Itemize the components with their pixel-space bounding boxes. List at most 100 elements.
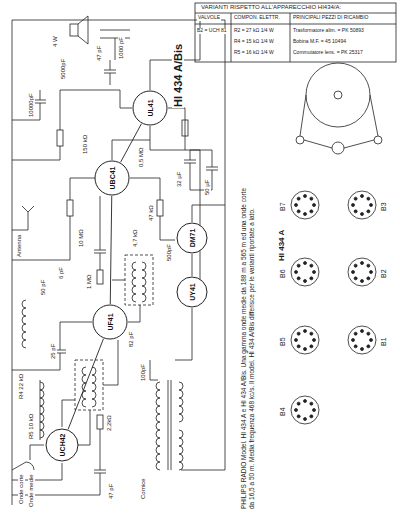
pin-dot	[310, 345, 313, 348]
if-transformer	[75, 360, 103, 410]
table-cell: Commutatore lens. = PK 25317	[292, 50, 364, 56]
pin-dot	[313, 271, 316, 274]
component-value: 1000 pF	[118, 36, 125, 60]
pin-dot	[304, 348, 307, 351]
tube-symbol: UL41	[132, 90, 168, 126]
note-label: Antenna	[16, 234, 23, 258]
coil-winding	[156, 382, 160, 470]
pin-dot	[304, 418, 307, 421]
pin-dot	[367, 210, 370, 213]
tube-symbol: UCH42	[45, 428, 79, 462]
pin-dot	[361, 195, 364, 198]
pin-dot	[297, 332, 300, 335]
tube-name: UY41	[189, 283, 196, 301]
coil-winding	[179, 382, 183, 422]
pin-dot	[304, 400, 307, 403]
pin-dot	[310, 210, 313, 213]
speaker-cone	[78, 16, 88, 44]
table-cell: Bobina M.F. = 45 10494	[292, 39, 347, 45]
pulley	[374, 136, 382, 144]
capacitor-symbol	[12, 340, 66, 370]
model-label: HI 434 A	[278, 229, 287, 262]
pin-dot	[361, 330, 364, 333]
component-value: 6 pF	[58, 266, 65, 280]
component-value: 50 µF	[204, 179, 211, 196]
capacitor-symbol	[12, 90, 46, 120]
tube-base-label: B6	[279, 268, 287, 279]
resistor-symbol	[67, 200, 73, 216]
component-value: R4 22 kΩ	[18, 373, 25, 400]
signal-wire	[110, 196, 112, 304]
pin-dot	[310, 264, 313, 267]
component-value: 50 pF	[40, 279, 47, 296]
coil-winding	[82, 367, 86, 407]
pulley	[296, 136, 304, 144]
component-value: 150 kΩ	[82, 134, 89, 155]
pin-dot	[354, 277, 357, 280]
pin-dot	[352, 204, 355, 207]
coil-winding	[92, 367, 96, 407]
pin-dot	[367, 264, 370, 267]
pin-dot	[310, 415, 313, 418]
pin-dot	[370, 271, 373, 274]
table-cell: R5 = 16 kΩ 1/4 W	[233, 50, 275, 56]
pin-dot	[313, 339, 316, 342]
pin-dot	[295, 204, 298, 207]
supply-rail	[12, 20, 225, 470]
pin-dot	[310, 332, 313, 335]
pin-dot	[297, 402, 300, 405]
component-value: 47 pF	[96, 45, 103, 62]
model-title: HI 434 A/Bis	[172, 43, 184, 108]
tube-base	[348, 191, 376, 219]
pin-dot	[354, 264, 357, 267]
capacitor-symbol	[12, 429, 106, 495]
pin-dot	[310, 197, 313, 200]
ground-rail	[12, 20, 13, 505]
tube-base	[291, 396, 319, 424]
component-value: 10 MΩ	[78, 228, 85, 248]
tube-symbol: UY41	[176, 276, 208, 308]
tube-name: UF41	[107, 313, 114, 330]
table-header: COMPON. ELETTR.	[233, 15, 281, 21]
pin-dot	[297, 197, 300, 200]
tube-symbol: UBC41	[94, 160, 130, 196]
component-value: 82 pF	[128, 331, 135, 348]
pin-dot	[304, 195, 307, 198]
pin-dot	[295, 409, 298, 412]
tube-base	[291, 191, 319, 219]
pin-dot	[354, 210, 357, 213]
component-value: 0,5 MΩ	[138, 147, 145, 169]
pin-dot	[352, 271, 355, 274]
tuning-knob-spindle	[332, 142, 344, 154]
pin-dot	[297, 345, 300, 348]
tube-base	[348, 258, 376, 286]
coil-winding	[142, 262, 146, 302]
if-transformer	[125, 255, 153, 305]
electrolytic-capacitor	[184, 150, 218, 190]
coil-winding	[40, 382, 44, 438]
pin-dot	[295, 339, 298, 342]
resistor-symbol	[97, 270, 103, 284]
pin-dot	[370, 204, 373, 207]
resistor-symbol	[97, 415, 103, 429]
tube-base	[291, 258, 319, 286]
pin-dot	[304, 280, 307, 283]
signal-wire	[68, 339, 103, 429]
tube-symbol: DM71	[176, 222, 208, 254]
pin-dot	[304, 213, 307, 216]
tube-base-label: B5	[279, 336, 287, 347]
table-title: VARIANTI RISPETTO ALL'APPARECCHIO HI434/…	[200, 4, 342, 11]
tube-name: UL41	[147, 99, 154, 116]
capacitor-symbol	[94, 196, 106, 270]
capacitor-symbol	[104, 60, 116, 85]
pin-dot	[310, 277, 313, 280]
pin-dot	[367, 277, 370, 280]
pin-dot	[367, 345, 370, 348]
pin-dot	[297, 415, 300, 418]
pin-dot	[297, 277, 300, 280]
pin-dot	[310, 402, 313, 405]
coil-winding	[179, 430, 183, 470]
range-label: Onde medie	[28, 473, 35, 508]
resistor-symbol	[157, 200, 163, 216]
tube-base-label: B1	[380, 336, 388, 347]
